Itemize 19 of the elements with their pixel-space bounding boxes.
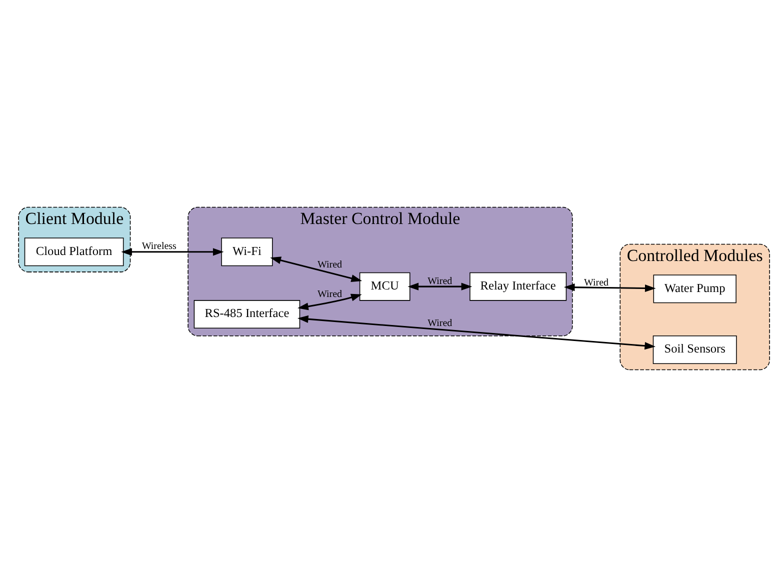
arrow xyxy=(298,294,362,310)
node-box: Water Pump xyxy=(653,274,736,304)
edge-label: Wired xyxy=(317,288,342,300)
arrow xyxy=(408,282,472,290)
node-box: RS-485 Interface xyxy=(194,300,300,329)
arrow xyxy=(270,256,362,282)
edge-label: Wired xyxy=(584,277,609,288)
arrow xyxy=(298,315,656,350)
edge-label: Wired xyxy=(428,318,452,330)
arrow xyxy=(121,248,224,256)
node-box: Wi-Fi xyxy=(221,238,273,266)
edge-label: Wired xyxy=(317,260,342,271)
arrow xyxy=(564,284,656,292)
edge-label: Wired xyxy=(428,276,452,287)
edge-label: Wireless xyxy=(142,241,176,252)
node-box: MCU xyxy=(359,272,410,301)
node-box: Relay Interface xyxy=(470,272,567,301)
node-box: Cloud Platform xyxy=(24,238,124,266)
node-box: Soil Sensors xyxy=(652,335,737,364)
